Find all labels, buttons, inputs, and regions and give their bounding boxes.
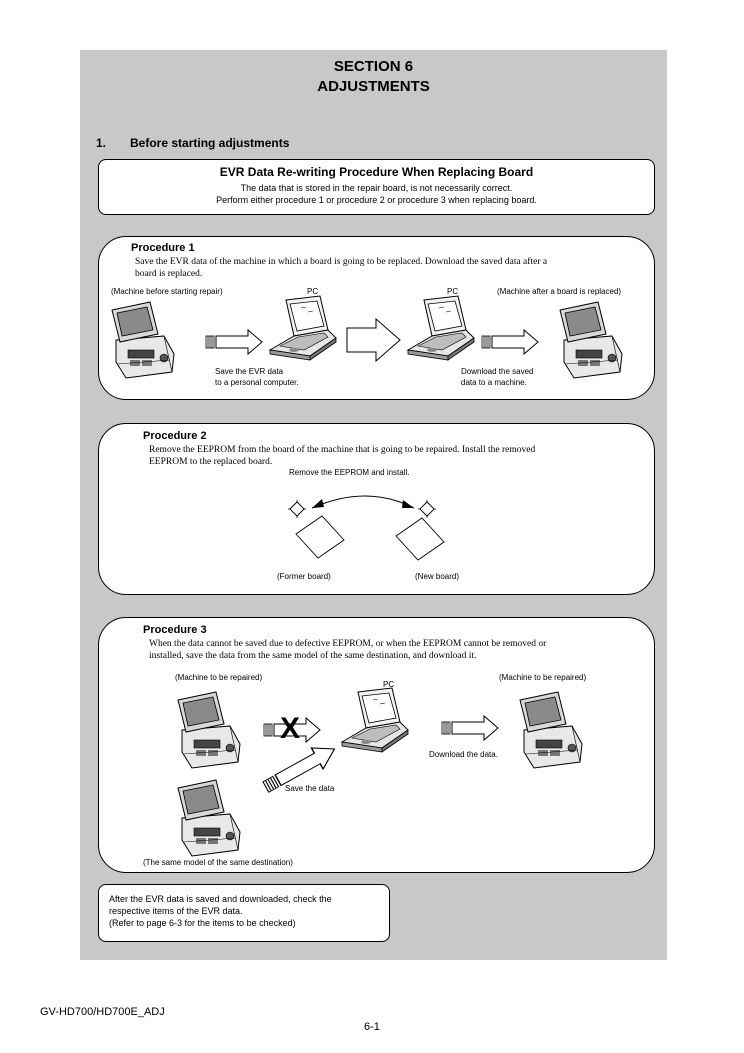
label-save-line1: Save the EVR data — [215, 367, 284, 376]
camcorder-before-icon — [111, 301, 175, 379]
arrow-save-icon — [205, 329, 263, 355]
label-pc-2: PC — [447, 287, 459, 296]
label-machine-after: (Machine after a board is replaced) — [497, 287, 622, 296]
label-former-board: (Former board) — [277, 572, 331, 581]
camcorder-after-icon — [559, 301, 623, 379]
footer-model: GV-HD700/HD700E_ADJ — [40, 1006, 165, 1018]
label-pc-3: PC — [383, 680, 395, 689]
note-box: After the EVR data is saved and download… — [98, 884, 390, 942]
label-new-board: (New board) — [415, 572, 460, 581]
subsection-text: Before starting adjustments — [130, 136, 290, 150]
laptop-2-icon — [407, 295, 475, 361]
procedure3-desc-line2: installed, save the data from the same m… — [149, 651, 477, 661]
label-pc-1: PC — [307, 287, 319, 296]
procedure3-desc-line1: When the data cannot be saved due to def… — [149, 639, 547, 649]
procedure1-desc-line2: board is replaced. — [135, 269, 203, 279]
procedure2-box: Procedure 2 Remove the EEPROM from the b… — [98, 423, 655, 595]
laptop-1-icon — [269, 295, 337, 361]
subsection-number: 1. — [96, 136, 107, 150]
note-line1: After the EVR data is saved and download… — [109, 894, 332, 904]
big-arrow-icon — [346, 317, 401, 363]
evr-procedure-box: EVR Data Re-writing Procedure When Repla… — [98, 159, 655, 215]
label-remove-eeprom: Remove the EEPROM and install. — [289, 468, 410, 477]
procedure1-title: Procedure 1 — [131, 242, 195, 254]
procedure3-title: Procedure 3 — [143, 624, 207, 636]
label-save-line2: to a personal computer. — [215, 378, 299, 387]
section-title: ADJUSTMENTS — [317, 78, 430, 95]
evr-box-line1: The data that is stored in the repair bo… — [240, 183, 513, 193]
blocked-x-mark: X — [280, 712, 301, 745]
label-download-line1: Download the saved — [461, 367, 534, 376]
subsection-heading: 1. Before starting adjustments — [96, 136, 289, 150]
arrow-save-data-icon — [259, 737, 341, 799]
note-line3: (Refer to page 6-3 for the items to be c… — [109, 918, 296, 928]
eeprom-swap-diagram — [287, 495, 445, 561]
procedure2-desc-line1: Remove the EEPROM from the board of the … — [149, 445, 536, 455]
label-machine-to-repair-2: (Machine to be repaired) — [499, 673, 587, 682]
camcorder-repaired-icon — [519, 691, 583, 769]
arrow-download-data-icon — [441, 715, 499, 741]
page-number: 6-1 — [364, 1021, 380, 1033]
camcorder-repair-icon — [177, 691, 241, 769]
laptop-3-icon — [341, 687, 409, 753]
label-download-line2: data to a machine. — [461, 378, 527, 387]
section-number: SECTION 6 — [333, 58, 414, 75]
note-line2: respective items of the EVR data. — [109, 906, 243, 916]
camcorder-same-model-icon — [177, 779, 241, 857]
label-machine-before: (Machine before starting repair) — [111, 287, 223, 296]
evr-box-title: EVR Data Re-writing Procedure When Repla… — [219, 165, 534, 179]
procedure1-desc-line1: Save the EVR data of the machine in whic… — [135, 257, 548, 267]
arrow-download-icon — [481, 329, 539, 355]
label-save-data: Save the data — [285, 784, 335, 793]
procedure2-desc-line2: EEPROM to the replaced board. — [149, 457, 273, 467]
evr-box-line2: Perform either procedure 1 or procedure … — [216, 195, 537, 205]
procedure2-title: Procedure 2 — [143, 430, 207, 442]
label-same-model: (The same model of the same destination) — [143, 858, 293, 867]
label-download-data: Download the data. — [429, 750, 498, 759]
label-machine-to-repair-1: (Machine to be repaired) — [175, 673, 263, 682]
